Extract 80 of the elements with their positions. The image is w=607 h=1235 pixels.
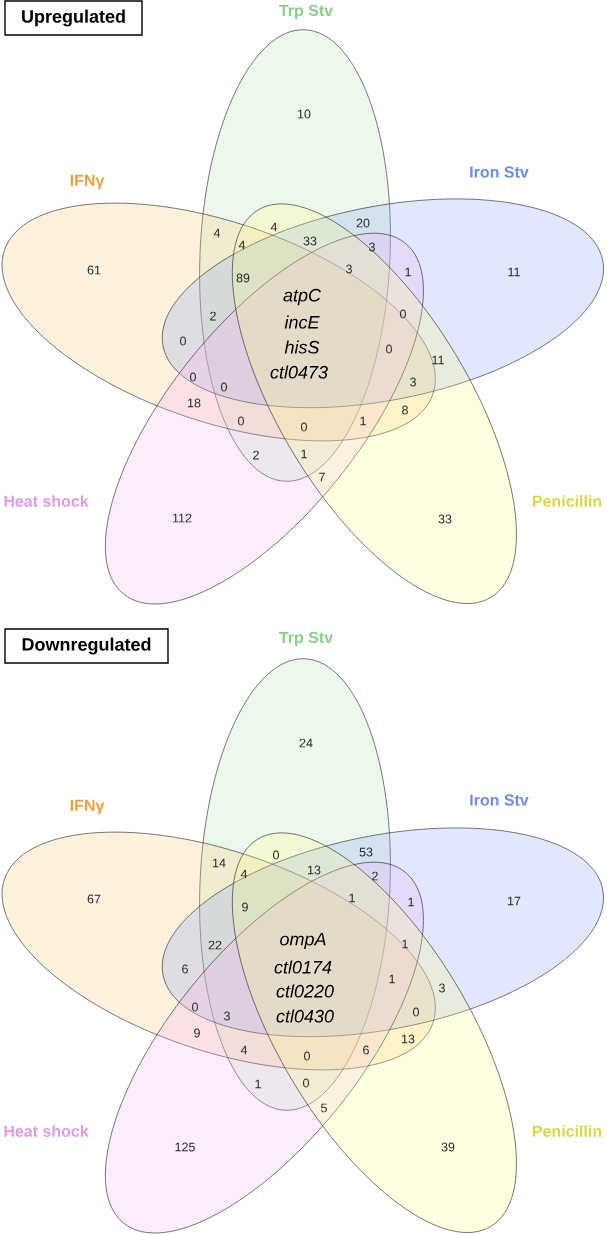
- region-count: 2: [210, 311, 216, 321]
- region-count: 0: [413, 1007, 419, 1017]
- set-label: Iron Stv: [470, 166, 529, 178]
- region-count: 125: [175, 1142, 195, 1152]
- region-count: 61: [87, 265, 101, 275]
- region-count: 13: [308, 865, 321, 875]
- region-count: 10: [298, 109, 311, 119]
- set-label: Penicillin: [532, 1125, 602, 1137]
- region-count: 1: [389, 974, 395, 984]
- gene-name: ctl0430: [276, 1009, 334, 1023]
- region-count: 3: [224, 1011, 230, 1021]
- region-count: 11: [508, 267, 520, 277]
- heading-box: Downregulated: [4, 628, 169, 664]
- region-count: 67: [87, 894, 101, 904]
- region-count: 0: [400, 309, 406, 319]
- region-count: 7: [319, 472, 325, 482]
- region-count: 24: [299, 738, 313, 748]
- region-count: 0: [180, 336, 186, 346]
- region-count: 18: [188, 398, 201, 408]
- region-count: 4: [240, 869, 248, 879]
- set-label: Trp Stv: [279, 4, 334, 20]
- set-label: IFNγ: [70, 799, 105, 815]
- region-count: 14: [213, 858, 226, 868]
- region-count: 4: [213, 228, 221, 238]
- gene-name: hisS: [284, 340, 320, 354]
- region-count: 112: [173, 513, 192, 523]
- region-count: 5: [321, 1103, 327, 1113]
- region-count: 0: [238, 416, 244, 426]
- region-count: 0: [301, 422, 307, 432]
- region-count: 3: [346, 264, 352, 274]
- region-count: 33: [303, 236, 317, 246]
- set-label: IFNγ: [70, 174, 105, 190]
- region-count: 0: [386, 344, 392, 354]
- region-count: 0: [273, 850, 279, 860]
- region-count: 0: [304, 1051, 310, 1061]
- region-count: 8: [402, 405, 408, 415]
- region-count: 0: [303, 1078, 309, 1088]
- set-label: Heat shock: [4, 1125, 89, 1137]
- set-label: Penicillin: [532, 495, 602, 507]
- region-count: 1: [408, 897, 414, 907]
- region-count: 17: [508, 896, 521, 906]
- gene-name: ctl0174: [274, 960, 332, 974]
- region-count: 53: [359, 847, 373, 857]
- region-count: 89: [236, 273, 250, 283]
- heading-box: Upregulated: [4, 0, 143, 36]
- region-count: 1: [360, 416, 366, 426]
- region-count: 0: [192, 1002, 198, 1012]
- gene-name: ctl0473: [270, 365, 328, 379]
- region-count: 1: [405, 267, 411, 277]
- set-label: Trp Stv: [279, 631, 334, 647]
- region-count: 39: [441, 1142, 455, 1152]
- region-count: 1: [301, 449, 307, 459]
- gene-name: atpC: [283, 288, 322, 306]
- region-count: 0: [221, 382, 227, 392]
- region-count: 3: [439, 983, 445, 993]
- region-count: 9: [194, 1028, 200, 1038]
- gene-name: ctl0220: [276, 984, 334, 998]
- region-count: 11: [432, 355, 444, 365]
- set-label: Iron Stv: [470, 794, 529, 806]
- region-count: 6: [363, 1045, 369, 1055]
- region-count: 1: [349, 893, 355, 903]
- region-count: 6: [182, 964, 188, 974]
- region-count: 33: [438, 514, 452, 524]
- set-label: Heat shock: [4, 495, 89, 507]
- region-count: 2: [253, 450, 259, 460]
- region-count: 4: [238, 240, 246, 250]
- region-count: 3: [369, 242, 375, 252]
- region-count: 0: [190, 372, 196, 382]
- gene-name: ompA: [280, 932, 326, 950]
- gene-name: incE: [284, 315, 320, 329]
- region-count: 4: [270, 222, 278, 232]
- region-count: 2: [372, 871, 378, 881]
- region-count: 3: [410, 377, 416, 387]
- region-count: 13: [402, 1034, 415, 1044]
- region-count: 22: [208, 940, 222, 950]
- region-count: 20: [356, 218, 370, 228]
- region-count: 4: [240, 1045, 248, 1055]
- region-count: 1: [255, 1079, 261, 1089]
- region-count: 1: [402, 939, 408, 949]
- region-count: 9: [242, 902, 248, 912]
